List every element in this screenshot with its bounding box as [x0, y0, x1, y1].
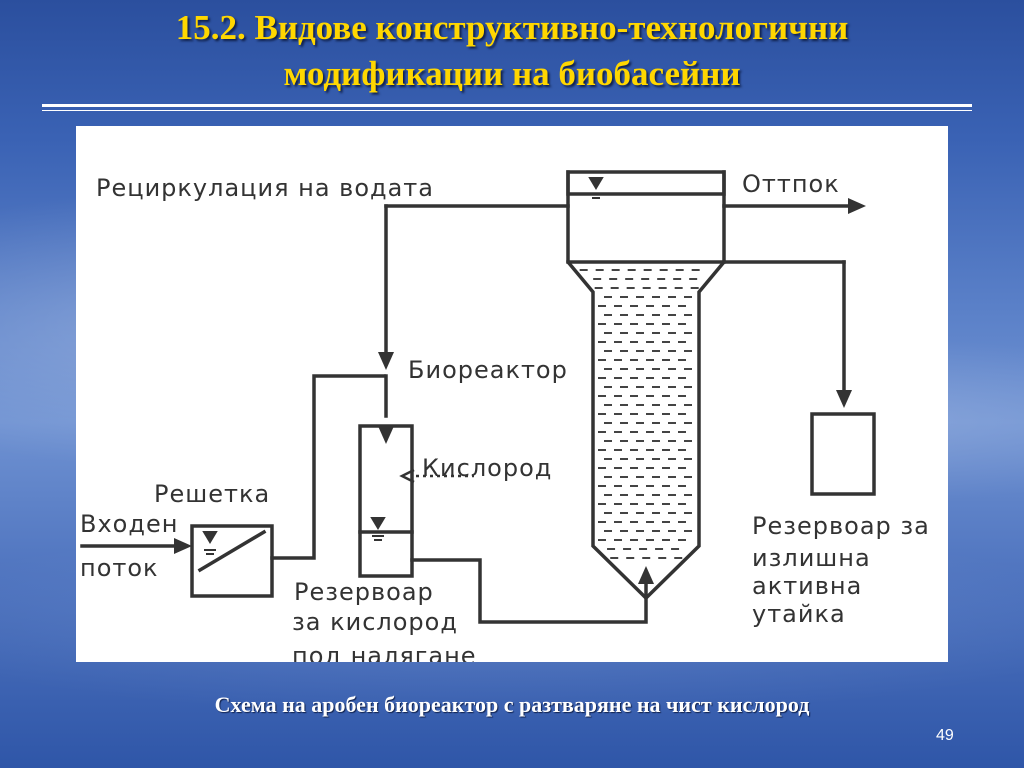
bioreactor-vessel	[566, 170, 726, 601]
oxygen-tank-inlet-arrow	[378, 426, 394, 444]
title-underline	[42, 104, 972, 107]
label-recirculation: Рециркулация на водата	[96, 174, 434, 202]
slide-title-line1: 15.2. Видове конструктивно-технологични	[175, 8, 849, 47]
level-marker-screen	[202, 531, 218, 544]
label-sludge-4: утайка	[752, 600, 846, 628]
figure-caption: Схема на аробен биореактор с разтваряне …	[214, 692, 810, 717]
label-tank-3: под налягане	[292, 642, 477, 662]
recirculation-arrow	[378, 352, 394, 370]
label-outflow: Оттпок	[742, 170, 840, 198]
label-screen: Решетка	[154, 480, 270, 508]
diagram-drawing: Рециркулация на водата Оттпок Биореактор…	[80, 170, 930, 662]
label-oxygen: Кислород	[422, 454, 552, 482]
slide-title-line2: модификации на биобасейни	[283, 54, 741, 93]
clarifier-top-box	[566, 170, 726, 196]
label-sludge-1: Резервоар за	[752, 512, 930, 540]
label-bioreactor: Биореактор	[408, 356, 568, 384]
title-underline-thin	[42, 110, 972, 111]
sludge-tank	[810, 412, 876, 496]
screen-grate	[197, 529, 267, 573]
sludge-arrow	[836, 390, 852, 408]
label-tank-2: за кислород	[292, 608, 458, 636]
oxygen-arrowhead	[399, 468, 415, 484]
label-inflow-1: Входен	[80, 510, 178, 538]
page-number: 49	[936, 727, 954, 744]
screen-to-tank-pipe	[270, 374, 386, 560]
bioreactor-water-fill	[579, 269, 700, 559]
outflow-arrow	[848, 198, 866, 214]
screen-box	[190, 524, 274, 598]
reactor-inlet-arrow	[638, 566, 654, 584]
tank-to-reactor-pipe	[410, 558, 648, 624]
level-marker-reactor	[588, 177, 604, 190]
inflow-arrow	[174, 538, 192, 554]
label-sludge-2: излишна	[752, 544, 871, 572]
label-sludge-3: активна	[752, 572, 862, 600]
oxygen-pressure-tank	[358, 424, 414, 578]
label-tank-1: Резервоар	[294, 578, 434, 606]
label-inflow-2: поток	[80, 554, 159, 582]
level-marker-oxygen-tank	[370, 517, 386, 530]
bioreactor-diagram: Рециркулация на водата Оттпок Биореактор…	[76, 126, 948, 662]
